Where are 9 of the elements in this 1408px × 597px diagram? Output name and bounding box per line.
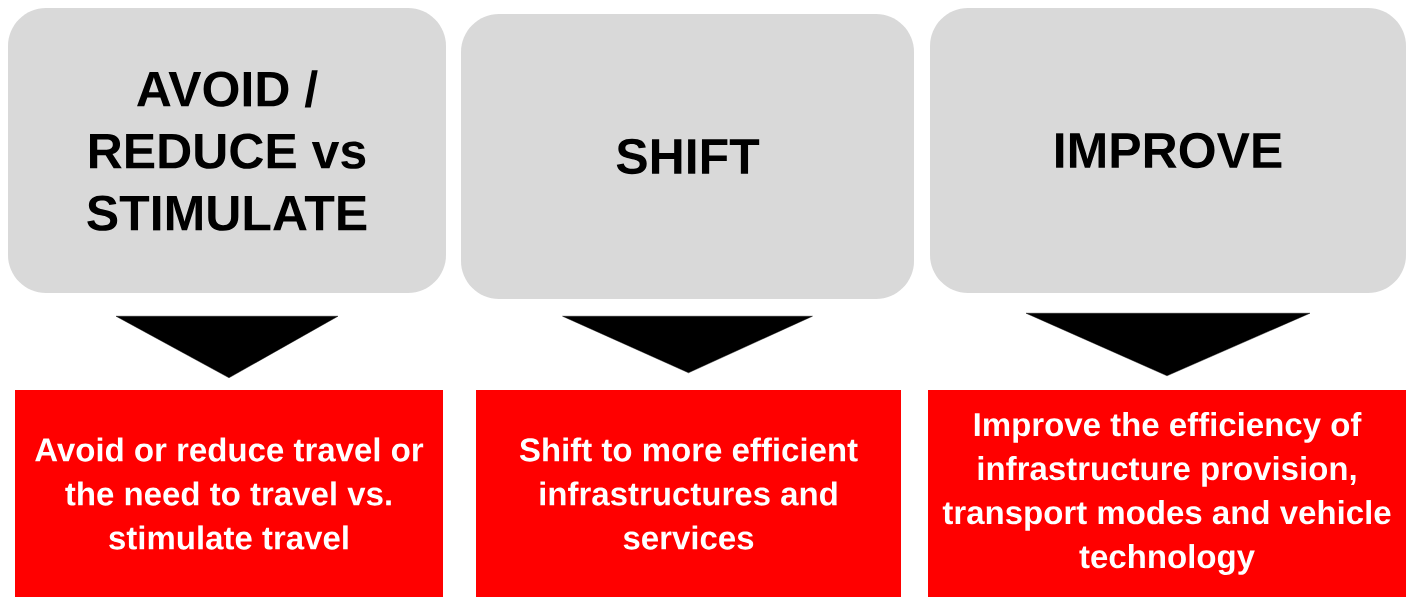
category-box: IMPROVE: [930, 8, 1406, 293]
arrow: [115, 316, 339, 378]
category-box: AVOID / REDUCE vs STIMULATE: [8, 8, 446, 293]
category-box: SHIFT: [461, 14, 914, 299]
description-box: Avoid or reduce travel or the need to travel vs. stimulate travel: [15, 390, 443, 597]
description-box: Shift to more efficient infrastructures and services: [476, 390, 901, 597]
arrow: [562, 316, 813, 373]
arrow: [1025, 313, 1311, 376]
description-box: Improve the efficiency of infrastructure provision, transport modes and vehicle technology: [928, 390, 1406, 597]
